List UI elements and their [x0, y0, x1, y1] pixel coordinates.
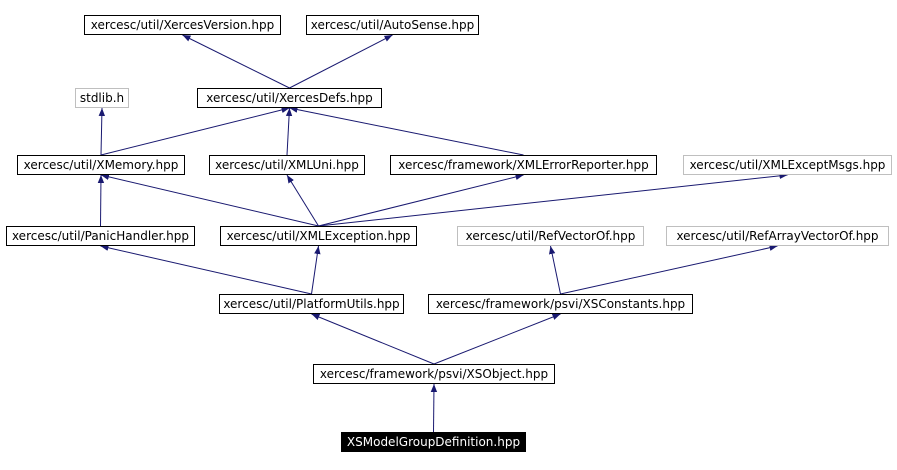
node-xmemory[interactable]: xercesc/util/XMemory.hpp	[17, 155, 185, 175]
node-autosense[interactable]: xercesc/util/AutoSense.hpp	[306, 15, 479, 35]
edge-xercesdefs-to-xercesversion	[182, 34, 290, 89]
edge-platformutils-to-xmlexception	[311, 245, 321, 295]
edge-platformutils-to-panichandler	[100, 244, 312, 295]
edge-xercesdefs-to-autosense	[289, 34, 393, 89]
node-xmlexception[interactable]: xercesc/util/XMLException.hpp	[220, 226, 417, 246]
node-xsobject[interactable]: xercesc/framework/psvi/XSObject.hpp	[313, 364, 555, 384]
edge-xsconstants-to-refvectorof	[548, 245, 561, 295]
node-xmlerrorreporter[interactable]: xercesc/framework/XMLErrorReporter.hpp	[390, 155, 657, 175]
edge-xmemory-to-stdlib	[98, 107, 106, 156]
edge-xmlerrorreporter-to-xercesdefs	[289, 106, 524, 156]
node-refarrayvectorof: xercesc/util/RefArrayVectorOf.hpp	[666, 226, 889, 246]
edge-xsconstants-to-refarrayvectorof	[560, 244, 778, 295]
edge-xmlexception-to-xmlexceptmsgs	[318, 172, 788, 227]
node-xercesversion[interactable]: xercesc/util/XercesVersion.hpp	[84, 15, 281, 35]
edge-xsmodelgroupdefinition-to-xsobject	[430, 383, 438, 433]
node-xmluni[interactable]: xercesc/util/XMLUni.hpp	[209, 155, 365, 175]
node-panichandler[interactable]: xercesc/util/PanicHandler.hpp	[6, 226, 195, 246]
node-xsmodelgroupdefinition: XSModelGroupDefinition.hpp	[341, 432, 526, 452]
node-xmlexceptmsgs: xercesc/util/XMLExceptMsgs.hpp	[683, 155, 892, 175]
edge-xmlexception-to-xmemory	[100, 173, 319, 227]
edge-xsobject-to-xsconstants	[433, 313, 561, 365]
node-stdlib: stdlib.h	[75, 88, 129, 108]
node-xercesdefs[interactable]: xercesc/util/XercesDefs.hpp	[197, 88, 382, 108]
node-refvectorof: xercesc/util/RefVectorOf.hpp	[457, 226, 644, 246]
node-xsconstants[interactable]: xercesc/framework/psvi/XSConstants.hpp	[428, 294, 693, 314]
edge-xmlexception-to-xmlerrorreporter	[318, 173, 524, 227]
edge-xsobject-to-platformutils	[311, 313, 435, 365]
node-platformutils[interactable]: xercesc/util/PlatformUtils.hpp	[219, 294, 404, 314]
edge-panichandler-to-xmemory	[97, 174, 105, 227]
edge-xmlexception-to-xmluni	[286, 174, 319, 227]
edge-xmluni-to-xercesdefs	[285, 107, 293, 156]
edge-xmemory-to-xercesdefs	[100, 106, 290, 156]
